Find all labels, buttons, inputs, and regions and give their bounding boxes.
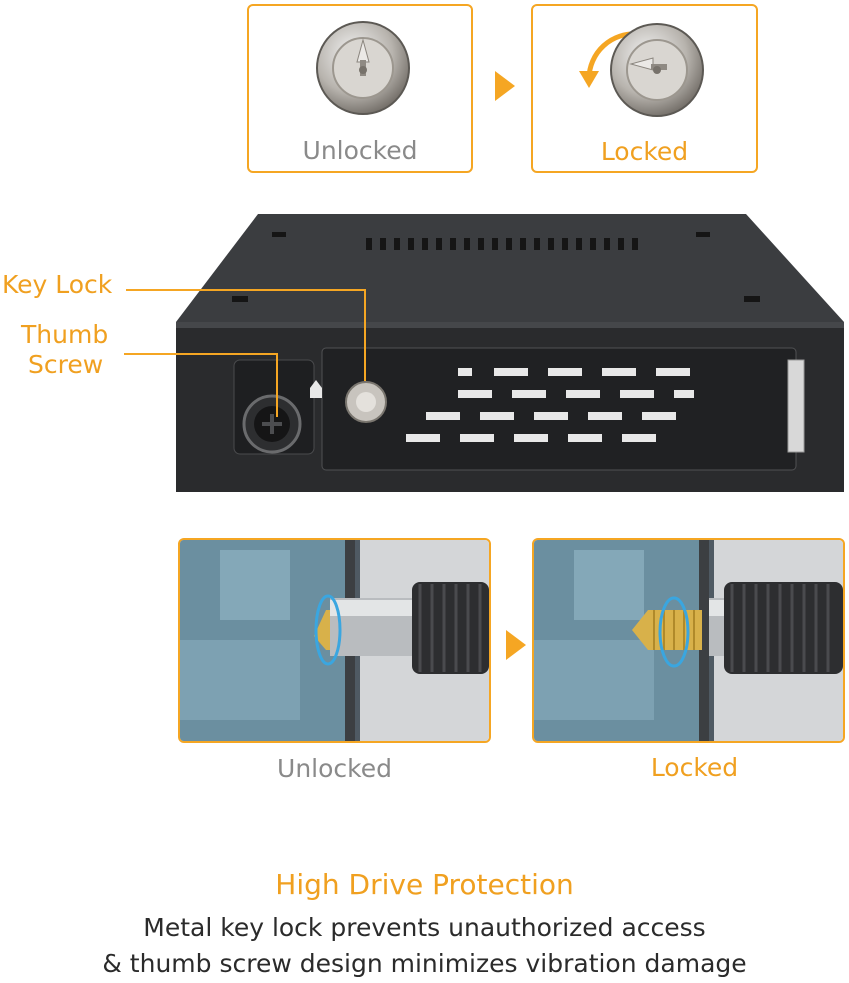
thumb-screw-locked-image: [534, 540, 843, 741]
unlocked-screw-panel: [178, 538, 491, 743]
unlocked-key-panel: Unlocked: [247, 4, 473, 173]
unlocked-key-label: Unlocked: [302, 136, 418, 165]
locked-key-panel: Locked: [531, 4, 758, 173]
key-lock-callout-line-h: [126, 289, 366, 291]
feature-description-line2: & thumb screw design minimizes vibration…: [102, 949, 747, 978]
feature-description-line1: Metal key lock prevents unauthorized acc…: [143, 913, 706, 942]
transition-arrow-top-icon: [495, 71, 515, 101]
key-lock-callout-label: Key Lock: [2, 270, 113, 299]
key-cylinder-locked-icon: [579, 23, 704, 117]
thumb-screw-callout-line-h: [124, 353, 278, 355]
thumb-screw-callout-label-line2: Screw: [28, 350, 104, 379]
transition-arrow-bottom-icon: [506, 630, 526, 660]
thumb-screw-callout-label-line1: Thumb: [21, 320, 109, 349]
feature-heading: High Drive Protection: [275, 868, 574, 901]
thumb-screw-unlocked-image: [180, 540, 489, 741]
thumb-screw-callout-line-v: [276, 353, 278, 417]
key-cylinder-unlocked-icon: [316, 21, 410, 115]
key-lock-callout-line-v: [364, 289, 366, 381]
locked-screw-panel: [532, 538, 845, 743]
drive-enclosure-image: [176, 214, 844, 492]
unlocked-screw-label: Unlocked: [277, 754, 392, 783]
locked-screw-label: Locked: [650, 753, 739, 782]
locked-key-label: Locked: [600, 137, 689, 166]
